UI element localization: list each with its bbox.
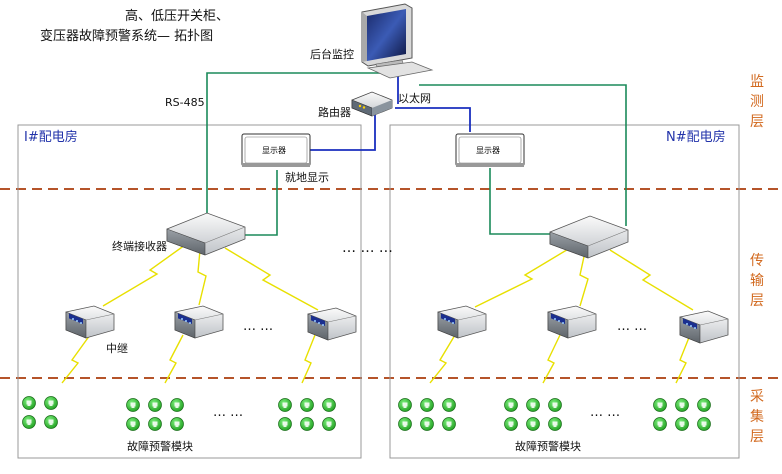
relay-device-icon-1 xyxy=(65,305,115,339)
diagram-title-line2: 变压器故障预警系统— 拓扑图 xyxy=(40,28,213,44)
ethernet-line-left xyxy=(310,110,376,151)
fault-module-icon-group-4 xyxy=(399,399,456,431)
rs485-line-right xyxy=(419,84,627,226)
layer-label-monitor: 监测层 xyxy=(750,74,764,130)
relay-device-icon-3 xyxy=(307,307,357,341)
ellipsis-relays-right: … … xyxy=(617,319,647,334)
ethernet-line-right xyxy=(395,107,471,132)
fault-module-icon-group-2 xyxy=(127,399,184,431)
receiver-device-icon-right xyxy=(549,215,629,259)
backend-label: 后台监控 xyxy=(310,47,354,61)
ellipsis-modules-right: … … xyxy=(590,405,620,420)
local-display-line-right xyxy=(489,168,556,235)
computer-monitor-icon xyxy=(361,3,434,79)
layer-label-transport: 传输层 xyxy=(750,253,764,309)
relay-device-icon-5 xyxy=(547,305,597,339)
fault-module-icon-group-6 xyxy=(654,399,711,431)
layer-labels: 监测层 传输层 采集层 xyxy=(750,74,764,445)
local-display-label: 就地显示 xyxy=(285,170,329,184)
layer-label-collect: 采集层 xyxy=(750,389,764,445)
diagram-title-line1: 高、低压开关柜、 xyxy=(125,8,229,24)
room-box-right xyxy=(389,124,740,459)
ellipsis-middle: … … … xyxy=(342,240,393,256)
modules-label-right: 故障预警模块 xyxy=(515,439,581,453)
room-label-left: I#配电房 xyxy=(24,129,78,145)
rs485-label: RS-485 xyxy=(165,96,205,109)
local-display-line-left xyxy=(240,170,278,236)
relay-label: 中继 xyxy=(106,342,128,355)
wireless-links-right xyxy=(429,247,694,384)
fault-module-icon-group-3 xyxy=(279,399,336,431)
display-label-right: 显示器 xyxy=(476,146,500,155)
receiver-label: 终端接收器 xyxy=(112,239,167,253)
ellipsis-modules-left: … … xyxy=(213,405,243,420)
relay-device-icon-4 xyxy=(437,305,487,339)
relay-device-icon-2 xyxy=(174,305,224,339)
wireless-links-left xyxy=(61,244,319,384)
fault-module-icon-group-5 xyxy=(505,399,562,431)
fault-module-icon-group-1 xyxy=(23,397,58,429)
display-label-left: 显示器 xyxy=(262,146,286,155)
room-label-right: N#配电房 xyxy=(666,129,726,145)
ellipsis-relays-left: … … xyxy=(243,319,273,334)
relay-device-icon-6 xyxy=(679,310,729,344)
rs485-line-left xyxy=(206,72,380,236)
router-icon xyxy=(351,91,393,117)
modules-label-left: 故障预警模块 xyxy=(127,439,193,453)
room-box-left xyxy=(17,124,362,459)
router-label: 路由器 xyxy=(318,105,351,119)
ethernet-label: 以太网 xyxy=(398,92,431,105)
